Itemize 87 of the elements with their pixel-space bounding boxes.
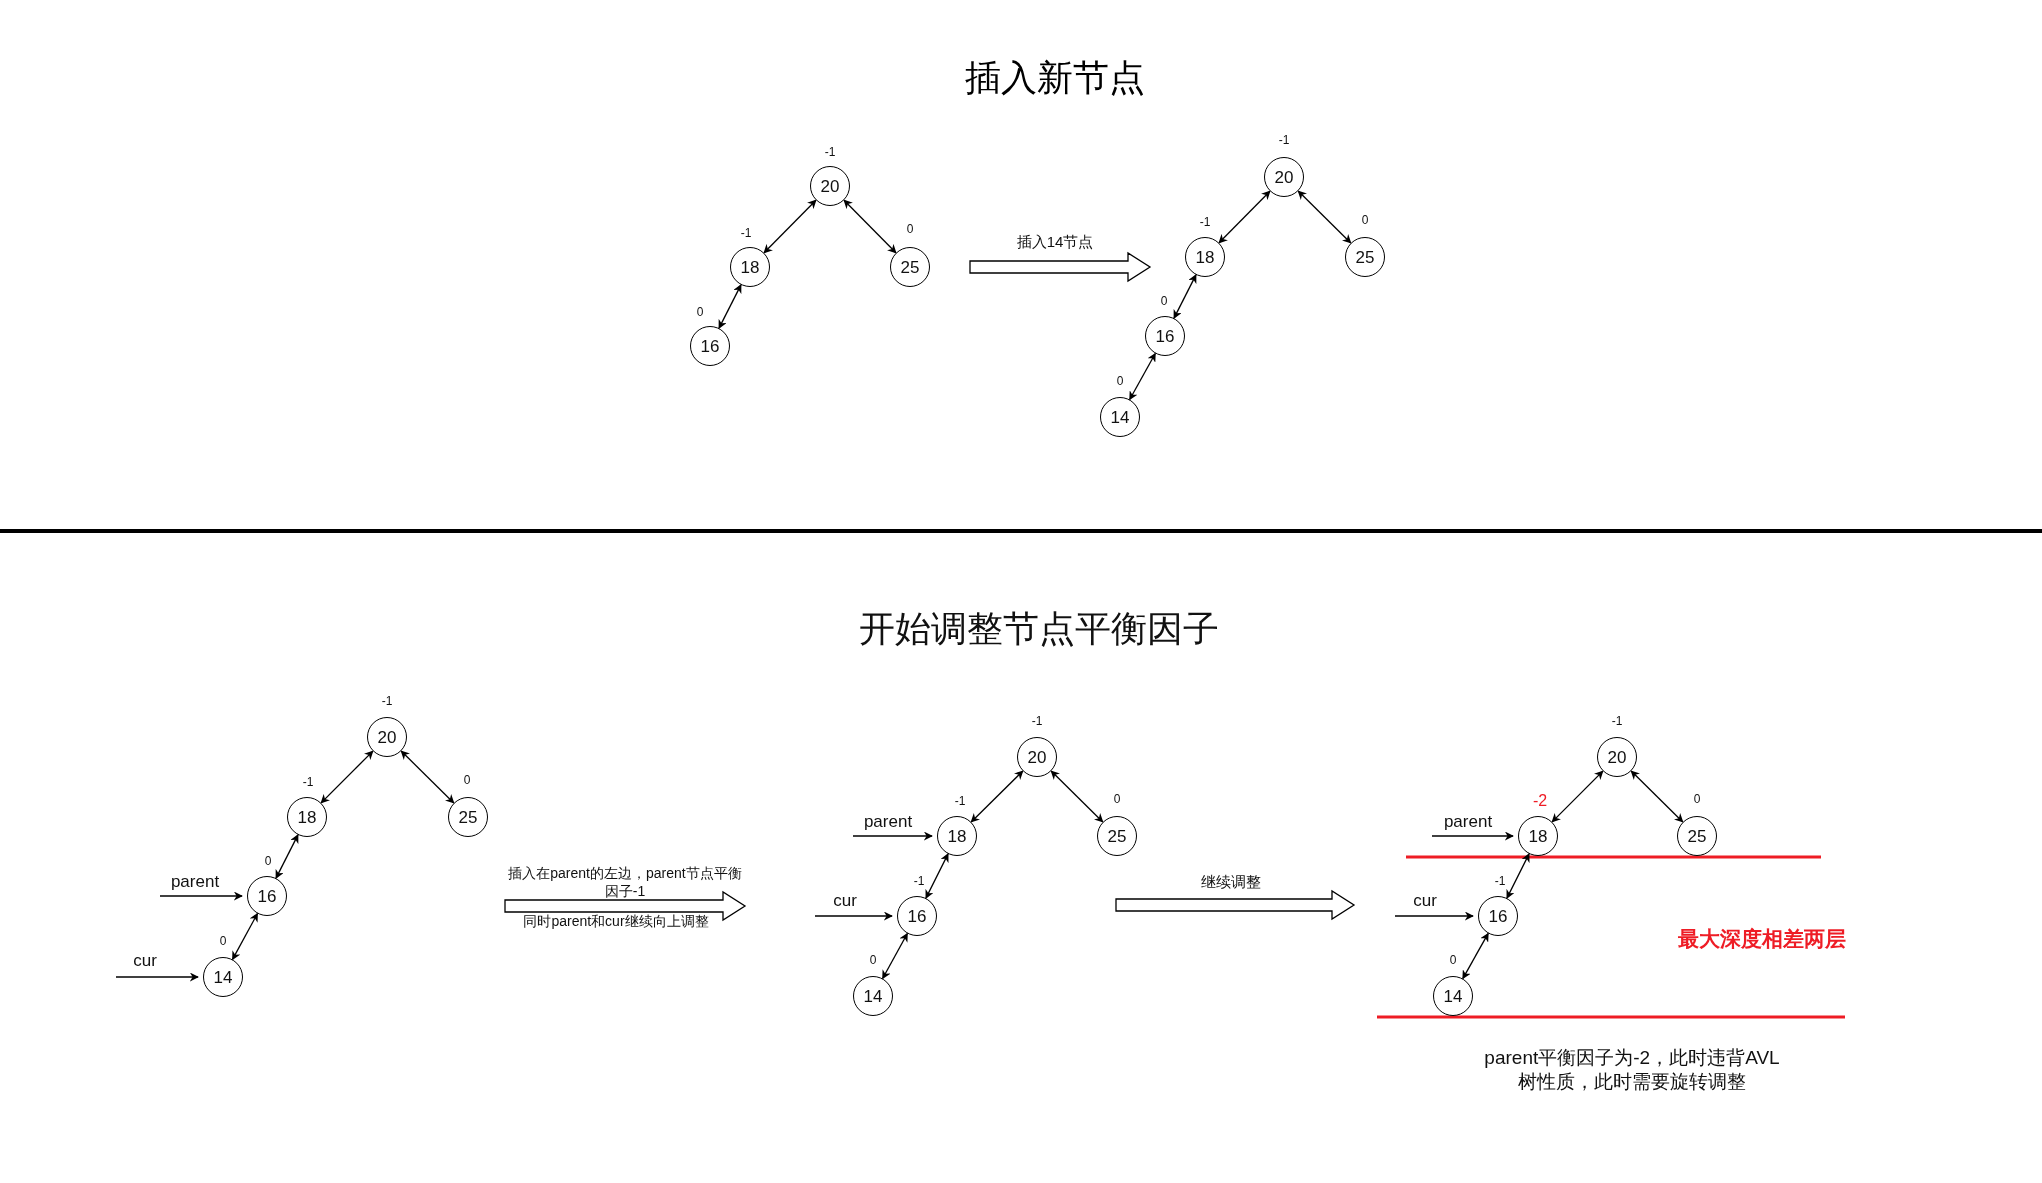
- arrow: [115, 972, 199, 982]
- balance-factor: 0: [1160, 294, 1168, 308]
- balance-factor: 0: [219, 934, 227, 948]
- tree-node-circle: 16: [897, 896, 937, 936]
- arrow-label: 继续调整: [1200, 872, 1262, 892]
- tree-node-circle: 25: [1345, 237, 1385, 277]
- arrow: [814, 911, 893, 921]
- balance-factor: -1: [1031, 714, 1043, 728]
- tree-node-circle: 14: [1433, 976, 1473, 1016]
- tree-node-circle: 20: [367, 717, 407, 757]
- arrow: [1129, 352, 1156, 401]
- balance-factor: -1: [381, 694, 393, 708]
- tree-node-circle: 18: [287, 797, 327, 837]
- arrow-label: 同时parent和cur继续向上调整: [522, 913, 710, 931]
- pointer-label: parent: [1443, 812, 1493, 832]
- balance-factor: 0: [1116, 374, 1124, 388]
- tree-node-circle: 25: [1097, 816, 1137, 856]
- section-title: 开始调整节点平衡因子: [858, 606, 1220, 651]
- note-text: 最大深度相差两层: [1677, 925, 1847, 953]
- arrow: [763, 199, 817, 254]
- tree-node-circle: 20: [810, 166, 850, 206]
- arrow: [275, 834, 299, 879]
- arrow: [925, 853, 949, 899]
- balance-factor: -1: [954, 794, 966, 808]
- tree-node-circle: 18: [730, 247, 770, 287]
- balance-factor: 0: [264, 854, 272, 868]
- tree-node-circle: 16: [690, 326, 730, 366]
- balance-factor: 0: [906, 222, 914, 236]
- arrow: [882, 932, 908, 980]
- tree-node-circle: 25: [890, 247, 930, 287]
- balance-factor: 0: [696, 305, 704, 319]
- pointer-label: cur: [833, 891, 857, 911]
- arrow: [1394, 911, 1474, 921]
- arrow: [718, 284, 742, 329]
- balance-factor: -1: [913, 874, 925, 888]
- arrow: [852, 831, 933, 841]
- tree-node-circle: 25: [448, 797, 488, 837]
- arrow: [843, 199, 897, 254]
- tree-node-circle: 16: [247, 876, 287, 916]
- balance-factor: -1: [302, 775, 314, 789]
- arrow: [970, 770, 1024, 823]
- arrow: [1630, 770, 1684, 823]
- tree-node-circle: 25: [1677, 816, 1717, 856]
- balance-factor: 0: [1693, 792, 1701, 806]
- tree-node-circle: 14: [1100, 397, 1140, 437]
- tree-node-circle: 20: [1597, 737, 1637, 777]
- tree-node-circle: 16: [1478, 896, 1518, 936]
- arrow: [231, 912, 259, 961]
- pointer-label: cur: [133, 951, 157, 971]
- arrow-label: 插入14节点: [1015, 232, 1095, 252]
- pointer-label: parent: [170, 872, 220, 892]
- balance-factor: 0: [1449, 953, 1457, 967]
- tree-node-circle: 14: [203, 957, 243, 997]
- balance-factor: -1: [1611, 714, 1623, 728]
- arrow: [1506, 853, 1530, 899]
- balance-factor: -1: [1494, 874, 1506, 888]
- arrow: [320, 750, 374, 804]
- balance-factor: -1: [740, 226, 752, 240]
- tree-node-circle: 20: [1017, 737, 1057, 777]
- balance-factor: 0: [463, 773, 471, 787]
- balance-factor: 0: [1361, 213, 1369, 227]
- balance-factor: 0: [869, 953, 877, 967]
- arrow: [1218, 190, 1271, 244]
- arrow: [1173, 274, 1197, 319]
- note-text: parent平衡因子为-2，此时违背AVL树性质，此时需要旋转调整: [1483, 1046, 1781, 1094]
- arrow: [159, 891, 243, 901]
- balance-factor: -1: [1199, 215, 1211, 229]
- tree-node-circle: 18: [1518, 816, 1558, 856]
- tree-node-circle: 16: [1145, 316, 1185, 356]
- pointer-label: cur: [1413, 891, 1437, 911]
- title: 插入新节点: [965, 55, 1145, 100]
- arrow: [400, 750, 455, 804]
- arrow: [1297, 190, 1352, 244]
- pointer-label: parent: [863, 812, 913, 832]
- arrow: [1050, 770, 1104, 823]
- tree-node-circle: 20: [1264, 157, 1304, 197]
- tree-node-circle: 14: [853, 976, 893, 1016]
- tree-node-circle: 18: [1185, 237, 1225, 277]
- arrow-label: 插入在parent的左边，parent节点平衡因子-1: [507, 864, 743, 900]
- arrow: [1431, 831, 1514, 841]
- balance-factor: -1: [824, 145, 836, 159]
- arrow: [1462, 932, 1489, 980]
- arrow: [1551, 770, 1604, 823]
- tree-node-circle: 18: [937, 816, 977, 856]
- balance-factor: -1: [1278, 133, 1290, 147]
- balance-factor: -2: [1532, 792, 1548, 810]
- balance-factor: 0: [1113, 792, 1121, 806]
